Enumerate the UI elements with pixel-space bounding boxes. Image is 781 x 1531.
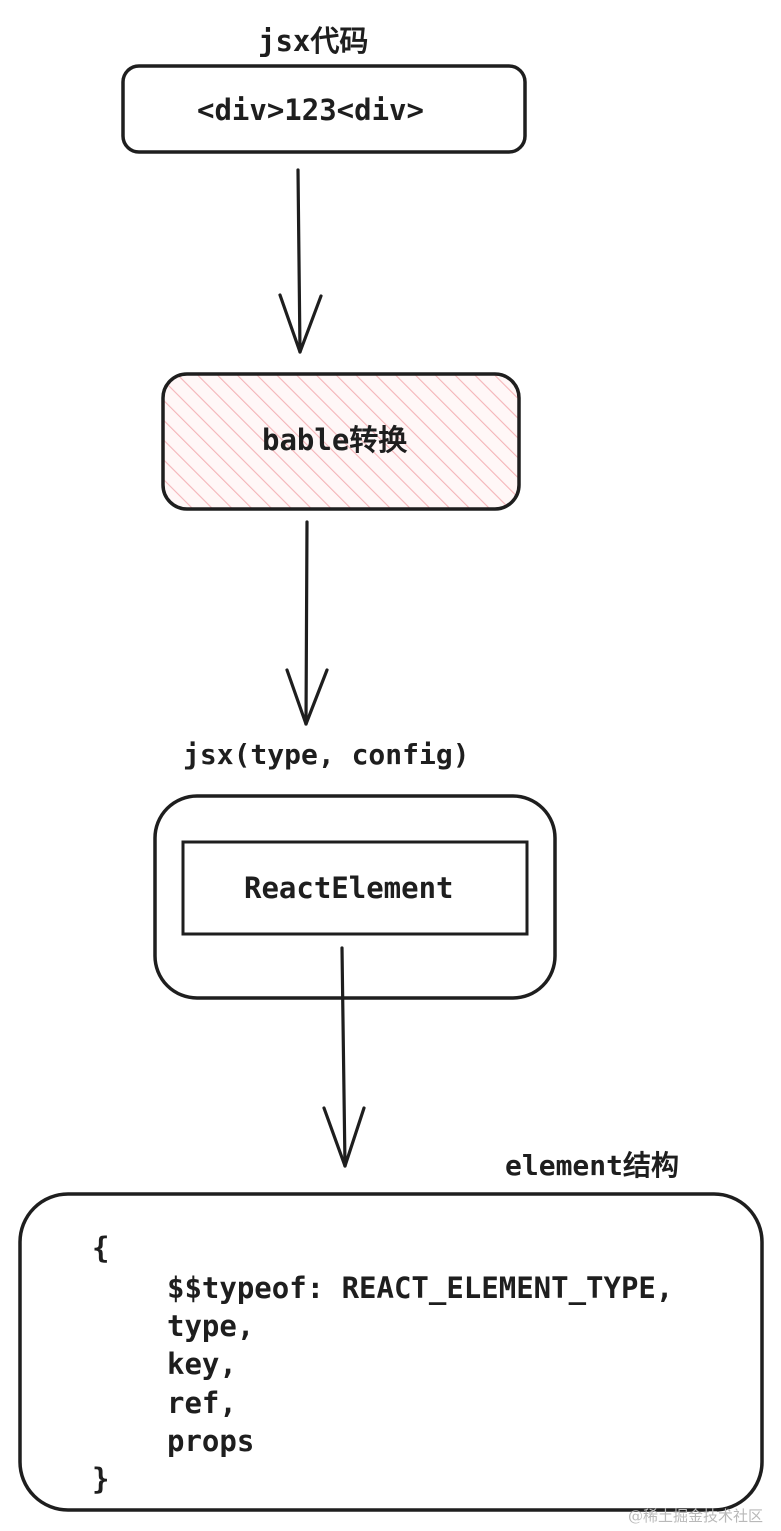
struct-line: key, bbox=[167, 1347, 237, 1381]
arrow-react-element-to-struct bbox=[322, 946, 366, 1168]
struct-open-brace: { bbox=[92, 1231, 110, 1265]
watermark: @稀土掘金技术社区 bbox=[628, 1507, 764, 1525]
jsx-fn-title: jsx(type, config) bbox=[183, 738, 470, 771]
jsx-code-box bbox=[121, 64, 527, 154]
arrow-jsx-to-babel bbox=[278, 168, 323, 354]
react-element-label: ReactElement bbox=[244, 871, 454, 905]
arrow-babel-to-jsx-fn bbox=[285, 520, 329, 726]
babel-box bbox=[161, 372, 521, 511]
struct-close-brace: } bbox=[92, 1462, 110, 1496]
element-struct-title: element结构 bbox=[505, 1149, 680, 1182]
struct-line: $$typeof: REACT_ELEMENT_TYPE, bbox=[167, 1271, 674, 1305]
element-struct-box bbox=[18, 1192, 764, 1512]
jsx-code-title: jsx代码 bbox=[258, 24, 369, 58]
struct-line: ref, bbox=[167, 1386, 237, 1420]
struct-line: props bbox=[167, 1424, 255, 1458]
babel-label: bable转换 bbox=[262, 423, 408, 457]
react-element-box bbox=[181, 840, 529, 936]
struct-line: type, bbox=[167, 1309, 255, 1343]
jsx-code-label: <div>123<div> bbox=[197, 93, 424, 127]
